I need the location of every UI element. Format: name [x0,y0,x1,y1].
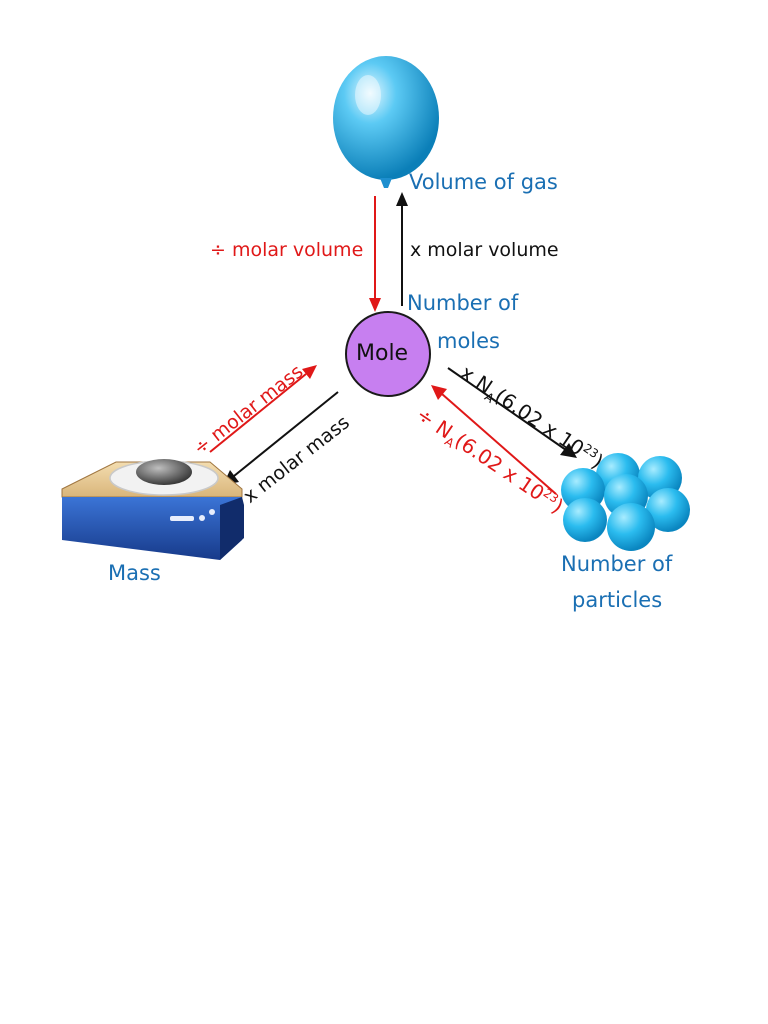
particles-icon [561,453,690,551]
mass-label: Mass [108,561,161,585]
number-of-label: Number of [407,291,519,315]
divide-molar-volume-label: ÷ molar volume [210,239,364,261]
volume-of-gas-label: Volume of gas [409,170,558,194]
arrow-particles-to-mole [431,385,557,495]
arrow-mole-to-particles [447,367,577,458]
number-of-particles-line1: Number of [561,552,673,576]
mole-label: Mole [356,341,409,366]
times-molar-volume-label: x molar volume [410,239,559,261]
balloon-icon [333,56,439,188]
moles-label: moles [437,329,500,353]
arrow-gas-to-mole [369,196,381,312]
arrow-mass-to-mole [209,365,317,453]
mole-circle [345,311,431,397]
number-of-particles-line2: particles [572,588,663,612]
arrow-mole-to-gas [396,192,408,306]
balance-icon [61,459,244,560]
